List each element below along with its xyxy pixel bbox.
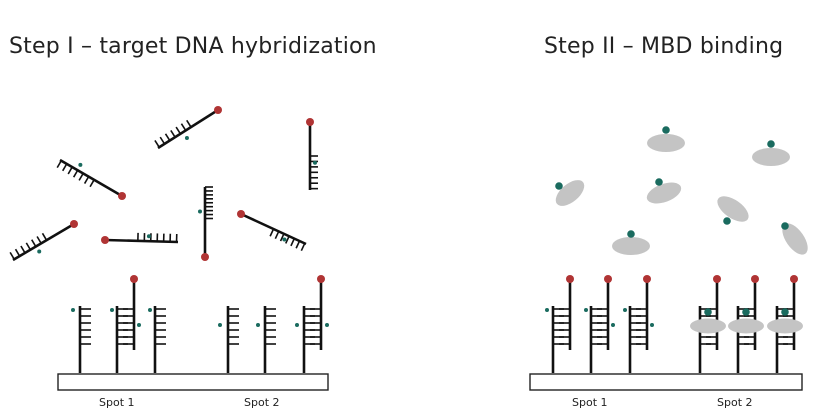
strand-tooth bbox=[72, 169, 79, 178]
strand-tooth bbox=[31, 239, 37, 247]
mbd-methyl-dot bbox=[655, 178, 663, 186]
strand-tooth bbox=[14, 248, 21, 257]
left-spot2-label: Spot 2 bbox=[244, 396, 280, 409]
methyl-dot bbox=[282, 237, 287, 242]
left-spot1-label: Spot 1 bbox=[99, 396, 135, 409]
strand-tooth bbox=[274, 231, 280, 239]
methyl-dot bbox=[611, 323, 615, 327]
free-strand bbox=[12, 222, 75, 262]
mbd-protein-free bbox=[555, 180, 585, 206]
methyl-dot bbox=[148, 308, 152, 312]
methyl-dot bbox=[584, 308, 588, 312]
strand-tooth bbox=[78, 173, 84, 181]
mbd-protein-bound bbox=[728, 318, 764, 334]
strand-tooth bbox=[279, 233, 285, 242]
target-end-dot bbox=[118, 192, 126, 200]
mbd-methyl-dot bbox=[767, 140, 775, 148]
step2-title: Step II – MBD binding bbox=[544, 34, 784, 59]
mbd-protein-free bbox=[612, 237, 650, 255]
substrate-right bbox=[529, 373, 803, 391]
strand-tooth bbox=[9, 251, 15, 260]
strand-tooth bbox=[56, 160, 62, 169]
target-end-dot bbox=[566, 275, 574, 283]
target-end-dot bbox=[751, 275, 759, 283]
target-end-dot bbox=[237, 210, 245, 218]
right-spot2-label: Spot 2 bbox=[717, 396, 753, 409]
target-end-dot bbox=[643, 275, 651, 283]
strand-tooth bbox=[67, 166, 73, 175]
target-end-dot bbox=[70, 220, 78, 228]
strand-tooth bbox=[175, 126, 182, 135]
strand-tooth bbox=[25, 242, 32, 251]
methyl-dot bbox=[198, 209, 202, 214]
strand-tooth bbox=[20, 245, 26, 254]
strand-tooth bbox=[83, 176, 90, 184]
target-end-dot bbox=[713, 275, 721, 283]
step1-title: Step I – target DNA hybridization bbox=[9, 34, 377, 59]
strand-tooth bbox=[36, 236, 42, 244]
methyl-dot bbox=[137, 323, 141, 327]
strand-tooth bbox=[41, 232, 48, 241]
methyl-dot bbox=[146, 234, 151, 239]
methyl-dot bbox=[78, 162, 83, 167]
target-end-dot bbox=[101, 236, 109, 244]
mbd-methyl-dot bbox=[781, 308, 789, 316]
methyl-dot bbox=[256, 323, 260, 327]
strand-tooth bbox=[164, 133, 171, 141]
mbd-methyl-dot bbox=[662, 126, 670, 134]
mbd-protein-free bbox=[782, 223, 808, 255]
methyl-dot bbox=[184, 135, 189, 140]
mbd-protein-free bbox=[646, 182, 682, 204]
methyl-dot bbox=[218, 323, 222, 327]
target-end-dot bbox=[604, 275, 612, 283]
target-end-dot bbox=[317, 275, 325, 283]
strand-tooth bbox=[300, 243, 306, 251]
strand-tooth bbox=[295, 240, 301, 249]
strand-tooth bbox=[89, 179, 95, 188]
mbd-methyl-dot bbox=[781, 222, 789, 230]
strand-tooth bbox=[269, 228, 275, 237]
methyl-dot bbox=[545, 308, 549, 312]
substrate-left bbox=[57, 373, 329, 391]
methyl-dot bbox=[37, 249, 42, 254]
strand-tooth bbox=[285, 235, 290, 244]
mbd-methyl-dot bbox=[723, 217, 731, 225]
free-strand bbox=[104, 238, 179, 244]
mbd-protein-free bbox=[752, 148, 790, 166]
target-end-dot bbox=[790, 275, 798, 283]
strand-tooth bbox=[290, 238, 296, 247]
free-strand bbox=[59, 158, 123, 198]
target-end-dot bbox=[130, 275, 138, 283]
strand-tooth bbox=[62, 163, 68, 172]
mbd-protein-free bbox=[717, 196, 749, 222]
strand-tooth bbox=[186, 119, 192, 128]
mbd-methyl-dot bbox=[704, 308, 712, 316]
methyl-dot bbox=[325, 323, 329, 327]
target-end-dot bbox=[306, 118, 314, 126]
right-spot1-label: Spot 1 bbox=[572, 396, 608, 409]
methyl-dot bbox=[313, 160, 317, 165]
methyl-dot bbox=[110, 308, 114, 312]
strand-tooth bbox=[180, 123, 187, 131]
methyl-dot bbox=[71, 308, 75, 312]
methyl-dot bbox=[650, 323, 654, 327]
mbd-methyl-dot bbox=[555, 182, 563, 190]
methyl-dot bbox=[295, 323, 299, 327]
free-strand bbox=[157, 108, 219, 150]
strand-tooth bbox=[170, 129, 176, 138]
mbd-protein-free bbox=[647, 134, 685, 152]
target-end-dot bbox=[214, 106, 222, 114]
strand-tooth bbox=[159, 136, 166, 145]
strand-tooth bbox=[154, 140, 160, 148]
mbd-protein-bound bbox=[767, 318, 803, 334]
mbd-methyl-dot bbox=[742, 308, 750, 316]
mbd-protein-bound bbox=[690, 318, 726, 334]
methyl-dot bbox=[623, 308, 627, 312]
target-end-dot bbox=[201, 253, 209, 261]
mbd-methyl-dot bbox=[627, 230, 635, 238]
